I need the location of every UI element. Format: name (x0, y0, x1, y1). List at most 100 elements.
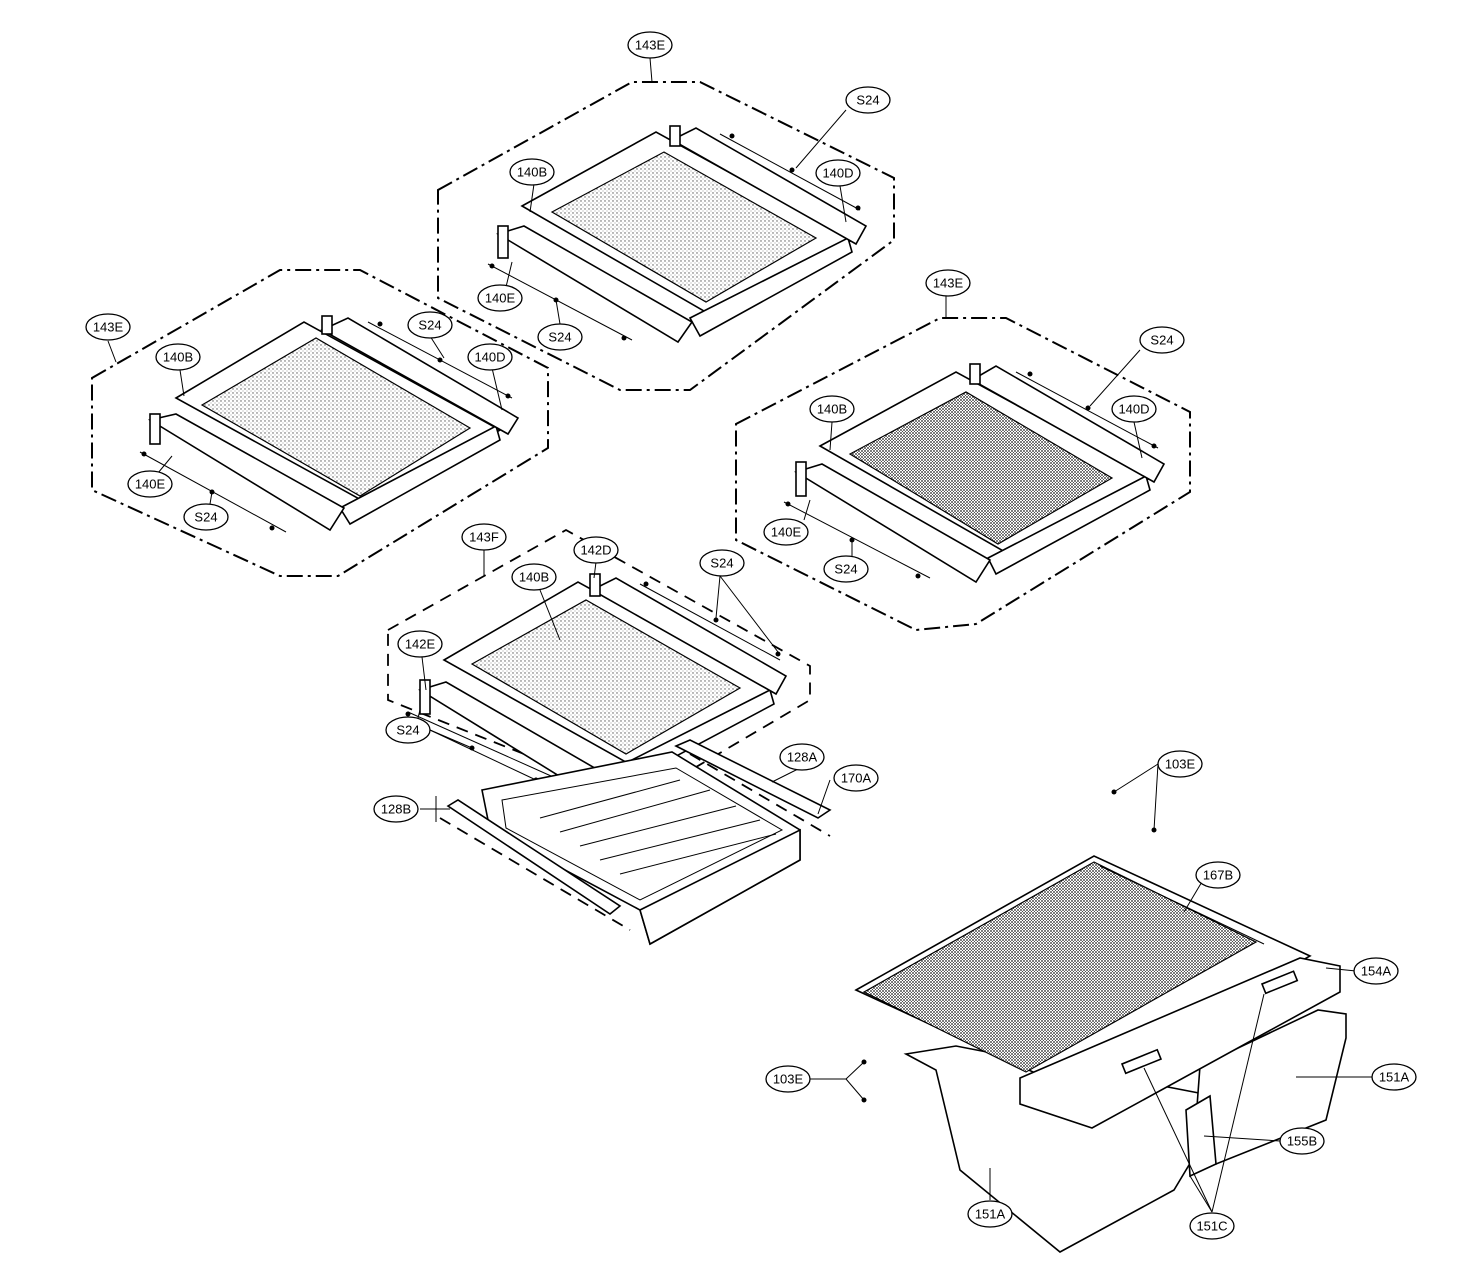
callout-text: 140B (519, 570, 549, 585)
callout-143E-3: 143E (925, 269, 971, 297)
callout-text: 155B (1287, 1134, 1317, 1149)
callout-151A-left: 151A (967, 1200, 1013, 1228)
callout-text: 154A (1361, 964, 1392, 979)
callout-S24-2b: S24 (537, 323, 583, 351)
callout-140B-4: 140B (511, 563, 557, 591)
callout-text: 140E (135, 477, 166, 492)
callout-155B: 155B (1279, 1127, 1325, 1155)
callout-text: 151A (975, 1207, 1006, 1222)
shelf-assembly-4: 143F 142D 140B S24 142E S24 (385, 523, 811, 802)
callout-text: S24 (834, 562, 857, 577)
shelf-bracket-left-2 (496, 225, 694, 344)
callout-text: 103E (1165, 757, 1196, 772)
shelf-glass-4 (470, 599, 742, 755)
callout-154A: 154A (1353, 957, 1399, 985)
callout-text: 142D (580, 543, 611, 558)
callout-S24-1a: S24 (407, 311, 453, 339)
shelf-bracket-right-2 (670, 127, 868, 246)
callout-103E-top: 103E (1157, 750, 1203, 778)
shelf-glass-2 (550, 151, 818, 303)
callout-text: 142E (405, 637, 436, 652)
divider (1185, 1094, 1217, 1178)
shelf-bracket-right-4 (590, 577, 788, 696)
callout-140B-3: 140B (809, 395, 855, 423)
screw-icon (775, 651, 781, 657)
screw-icon (141, 451, 147, 457)
crisper-cover-glass (862, 861, 1258, 1073)
callout-text: 143F (469, 530, 499, 545)
callout-text: S24 (396, 723, 419, 738)
screw-icon (1151, 443, 1157, 449)
shelf-assembly-2: 143E S24 140B 140D 140E S24 (437, 31, 895, 391)
crisper-assembly: 103E 167B 154A 103E 151A 155B 151A 151C (765, 750, 1417, 1253)
callout-text: 140B (817, 402, 847, 417)
callout-S24-4a: S24 (699, 549, 745, 577)
screw-icon (785, 501, 791, 507)
callout-text: 140B (163, 350, 193, 365)
screw-icon (643, 581, 649, 587)
callout-142E: 142E (397, 630, 443, 658)
screw-icon (405, 711, 411, 717)
callout-text: 151C (1196, 1219, 1227, 1234)
callout-167B: 167B (1195, 861, 1241, 889)
screw-icon (437, 357, 443, 363)
shelf-bracket-left-3 (794, 463, 992, 584)
screw-icon (855, 205, 861, 211)
callout-text: S24 (194, 510, 217, 525)
callout-S24-1b: S24 (183, 503, 229, 531)
callout-140D-2: 140D (815, 159, 861, 187)
callout-text: 143E (93, 320, 124, 335)
callout-text: 140E (485, 291, 516, 306)
callout-text: S24 (1150, 333, 1173, 348)
rail-left (446, 799, 622, 915)
callout-text: 143E (635, 38, 666, 53)
callout-151A-right: 151A (1371, 1063, 1417, 1091)
callout-text: 140D (474, 350, 505, 365)
callout-text: 170A (841, 771, 872, 786)
screw-icon (489, 263, 495, 269)
shelf-bracket-right-1 (320, 317, 520, 436)
callout-140D-1: 140D (467, 343, 513, 371)
shelf-bracket-right-3 (970, 365, 1166, 484)
callout-text: 140E (771, 525, 802, 540)
screw-icon (269, 525, 275, 531)
callout-140D-3: 140D (1111, 395, 1157, 423)
callout-142D: 142D (573, 536, 619, 564)
callout-text: 151A (1379, 1070, 1410, 1085)
pantry-drawer-assembly: 128A 170A 128B (373, 739, 879, 946)
callout-140B-1: 140B (155, 343, 201, 371)
callout-140E-2: 140E (477, 284, 523, 312)
callout-text: 140D (1118, 402, 1149, 417)
callout-103E-left: 103E (765, 1065, 811, 1093)
screw-icon (1027, 371, 1033, 377)
callout-128A: 128A (779, 743, 825, 771)
screw-icon (915, 573, 921, 579)
callout-text: S24 (548, 330, 571, 345)
callout-text: 143E (933, 276, 964, 291)
shelf-glass-1 (200, 337, 472, 497)
callout-S24-4b: S24 (385, 716, 431, 744)
shelf-assembly-1: 143E S24 140B 140D 140E S24 (85, 269, 549, 577)
callout-143E-1: 143E (85, 313, 131, 341)
screw-icon (713, 617, 719, 623)
callout-128B: 128B (373, 795, 419, 823)
callout-143F: 143F (461, 523, 507, 551)
callout-text: 128A (787, 750, 818, 765)
screw-icon (1085, 405, 1091, 411)
callout-text: 140D (822, 166, 853, 181)
callout-text: S24 (856, 93, 879, 108)
callout-text: S24 (418, 318, 441, 333)
callout-S24-3b: S24 (823, 555, 869, 583)
callout-text: 103E (773, 1072, 804, 1087)
shelf-bracket-left-1 (147, 413, 346, 532)
rail-right (674, 739, 832, 819)
callout-151C: 151C (1189, 1212, 1235, 1240)
screw-icon (729, 133, 735, 139)
callout-text: 128B (381, 802, 411, 817)
callout-143E-2: 143E (627, 31, 673, 59)
screw-icon (505, 393, 511, 399)
callout-text: 140B (517, 165, 547, 180)
callout-text: 167B (1203, 868, 1233, 883)
shelf-glass-3 (848, 391, 1114, 545)
